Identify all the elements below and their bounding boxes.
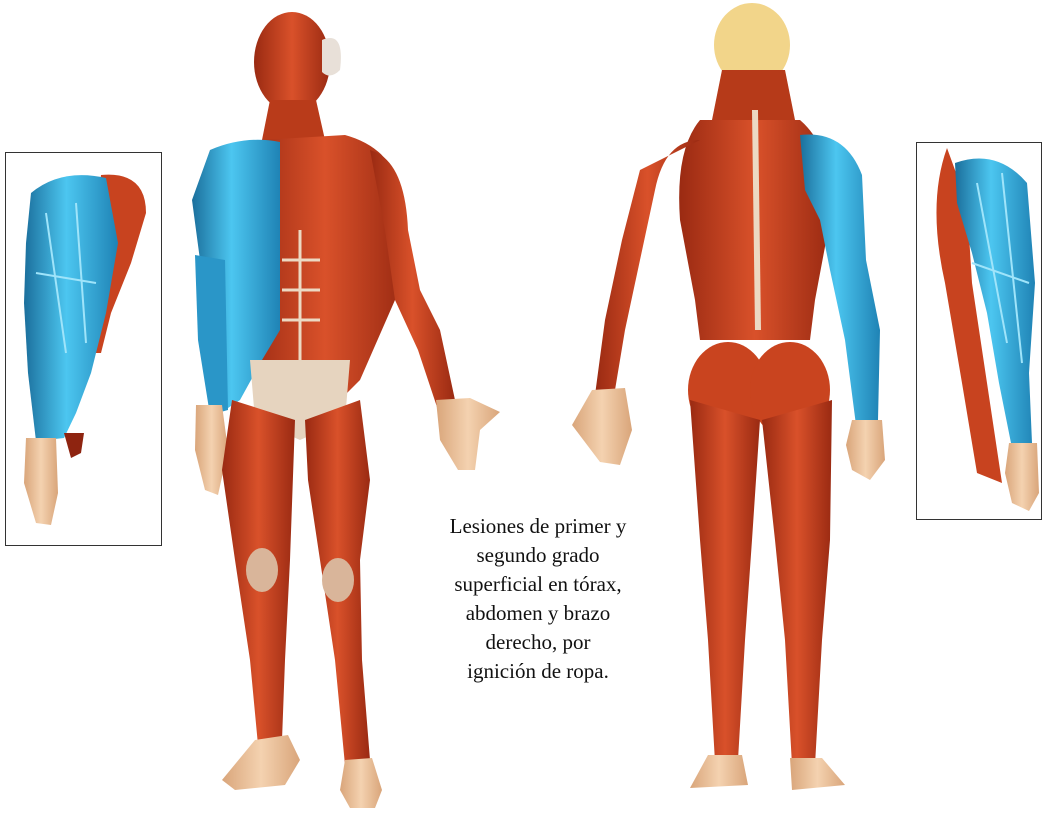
back-left-hand: [572, 388, 632, 465]
caption-line-4: abdomen y brazo: [398, 599, 678, 628]
front-right-knee: [246, 548, 278, 592]
front-right-hand: [195, 405, 228, 495]
anterior-muscle-figure: [192, 12, 500, 808]
front-burned-forearm: [195, 255, 228, 415]
front-head: [254, 12, 330, 112]
right-arm-posterior-detail: [916, 142, 1042, 520]
right-arm-lateral-detail: [5, 152, 162, 546]
caption-line-2: segundo grado: [398, 541, 678, 570]
caption-line-3: superficial en tórax,: [398, 570, 678, 599]
front-left-hand: [436, 398, 500, 470]
caption-line-6: ignición de ropa.: [398, 657, 678, 686]
inset-left-burned-arm: [24, 175, 118, 441]
back-burned-hand: [846, 420, 885, 480]
front-left-foot: [340, 758, 382, 808]
injury-caption: Lesiones de primer y segundo grado super…: [398, 512, 678, 686]
back-left-leg: [690, 400, 760, 762]
caption-line-1: Lesiones de primer y: [398, 512, 678, 541]
inset-left-forearm: [64, 433, 84, 458]
back-right-leg: [762, 400, 832, 765]
front-left-knee: [322, 558, 354, 602]
front-neck: [262, 100, 325, 140]
inset-left-hand: [24, 438, 58, 525]
back-left-foot: [690, 755, 748, 788]
caption-line-5: derecho, por: [398, 628, 678, 657]
inset-right-hand: [1005, 443, 1039, 511]
front-ear: [322, 38, 341, 76]
back-right-foot: [790, 758, 845, 790]
front-right-foot: [222, 735, 300, 790]
back-spine: [755, 110, 758, 330]
